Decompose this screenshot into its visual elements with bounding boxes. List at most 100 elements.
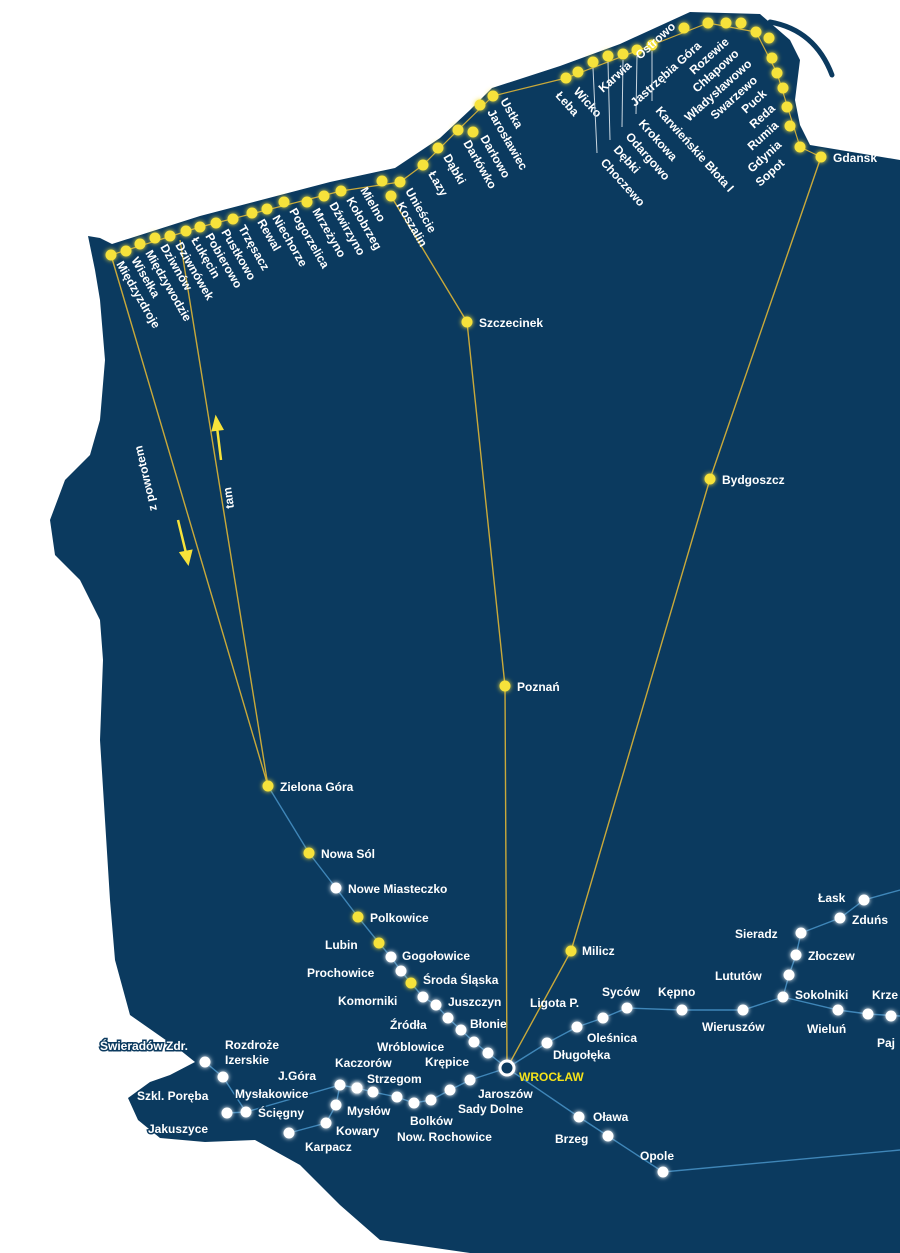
- station-dot[interactable]: [134, 238, 146, 250]
- station-dot[interactable]: [367, 1086, 379, 1098]
- station-dot[interactable]: [301, 196, 313, 208]
- station-dot[interactable]: [318, 190, 330, 202]
- station-dot[interactable]: [278, 196, 290, 208]
- station-label: Komorniki: [338, 994, 397, 1008]
- station-dot[interactable]: [834, 912, 846, 924]
- station-dot[interactable]: [541, 1037, 553, 1049]
- station-dot[interactable]: [261, 203, 273, 215]
- station-dot[interactable]: [408, 1097, 420, 1109]
- station-dot[interactable]: [597, 1012, 609, 1024]
- station-dot[interactable]: [395, 965, 407, 977]
- station-dot[interactable]: [720, 17, 732, 29]
- station-dot[interactable]: [499, 680, 511, 692]
- station-dot[interactable]: [885, 1010, 897, 1022]
- station-dot[interactable]: [790, 949, 802, 961]
- station-dot[interactable]: [442, 1012, 454, 1024]
- station-dot[interactable]: [464, 1074, 476, 1086]
- station-dot[interactable]: [432, 142, 444, 154]
- station-dot[interactable]: [602, 1130, 614, 1142]
- station-label: Lubin: [325, 938, 358, 952]
- station-dot[interactable]: [405, 977, 417, 989]
- station-dot[interactable]: [587, 56, 599, 68]
- station-dot[interactable]: [330, 1099, 342, 1111]
- station-dot[interactable]: [217, 1071, 229, 1083]
- station-dot[interactable]: [461, 316, 473, 328]
- station-dot[interactable]: [771, 67, 783, 79]
- station-dot[interactable]: [467, 126, 479, 138]
- station-dot[interactable]: [303, 847, 315, 859]
- station-dot[interactable]: [704, 473, 716, 485]
- station-dot[interactable]: [430, 999, 442, 1011]
- station-dot[interactable]: [602, 50, 614, 62]
- station-dot[interactable]: [455, 1024, 467, 1036]
- station-dot[interactable]: [678, 22, 690, 34]
- station-dot[interactable]: [180, 225, 192, 237]
- station-dot[interactable]: [487, 90, 499, 102]
- route-line: [782, 996, 900, 1017]
- station-dot[interactable]: [763, 32, 775, 44]
- station-dot[interactable]: [794, 141, 806, 153]
- station-dot[interactable]: [783, 969, 795, 981]
- station-dot[interactable]: [646, 39, 658, 51]
- station-dot[interactable]: [784, 120, 796, 132]
- station-dot[interactable]: [735, 17, 747, 29]
- station-dot[interactable]: [621, 1002, 633, 1014]
- station-dot[interactable]: [572, 66, 584, 78]
- station-dot[interactable]: [385, 951, 397, 963]
- station-dot[interactable]: [766, 52, 778, 64]
- station-dot[interactable]: [227, 213, 239, 225]
- station-dot[interactable]: [425, 1094, 437, 1106]
- station-dot[interactable]: [631, 44, 643, 56]
- station-dot[interactable]: [777, 991, 789, 1003]
- station-dot[interactable]: [417, 991, 429, 1003]
- station-dot[interactable]: [795, 927, 807, 939]
- station-dot[interactable]: [210, 217, 222, 229]
- station-dot[interactable]: [444, 1084, 456, 1096]
- station-dot[interactable]: [105, 249, 117, 261]
- station-dot[interactable]: [262, 780, 274, 792]
- station-dot[interactable]: [858, 894, 870, 906]
- station-dot[interactable]: [482, 1047, 494, 1059]
- station-dot[interactable]: [283, 1127, 295, 1139]
- station-dot[interactable]: [474, 99, 486, 111]
- station-dot[interactable]: [352, 911, 364, 923]
- station-dot[interactable]: [657, 1166, 669, 1178]
- label-leader-line: [621, 59, 624, 128]
- station-dot[interactable]: [617, 48, 629, 60]
- station-dot[interactable]: [832, 1004, 844, 1016]
- station-dot[interactable]: [385, 190, 397, 202]
- station-dot[interactable]: [330, 882, 342, 894]
- station-dot[interactable]: [565, 945, 577, 957]
- station-dot[interactable]: [194, 221, 206, 233]
- station-dot[interactable]: [571, 1021, 583, 1033]
- station-dot[interactable]: [394, 176, 406, 188]
- station-dot[interactable]: [120, 245, 132, 257]
- station-dot[interactable]: [781, 101, 793, 113]
- station-dot[interactable]: [376, 175, 388, 187]
- station-dot[interactable]: [246, 207, 258, 219]
- station-dot[interactable]: [320, 1117, 332, 1129]
- station-dot[interactable]: [468, 1036, 480, 1048]
- station-dot[interactable]: [573, 1111, 585, 1123]
- station-dot[interactable]: [373, 937, 385, 949]
- station-dot[interactable]: [221, 1107, 233, 1119]
- station-dot[interactable]: [702, 17, 714, 29]
- station-dot[interactable]: [351, 1082, 363, 1094]
- station-dot[interactable]: [164, 230, 176, 242]
- station-dot[interactable]: [240, 1106, 252, 1118]
- station-dot[interactable]: [560, 72, 572, 84]
- station-dot[interactable]: [815, 151, 827, 163]
- station-dot[interactable]: [862, 1008, 874, 1020]
- station-dot[interactable]: [452, 124, 464, 136]
- station-dot[interactable]: [737, 1004, 749, 1016]
- station-dot[interactable]: [417, 159, 429, 171]
- station-dot[interactable]: [676, 1004, 688, 1016]
- station-dot[interactable]: [335, 185, 347, 197]
- station-dot[interactable]: [199, 1056, 211, 1068]
- station-dot[interactable]: [334, 1079, 346, 1091]
- station-dot[interactable]: [777, 82, 789, 94]
- station-dot[interactable]: [149, 232, 161, 244]
- station-dot[interactable]: [391, 1091, 403, 1103]
- station-dot[interactable]: [750, 26, 762, 38]
- hub-wroclaw[interactable]: WROCŁAW: [498, 1059, 584, 1084]
